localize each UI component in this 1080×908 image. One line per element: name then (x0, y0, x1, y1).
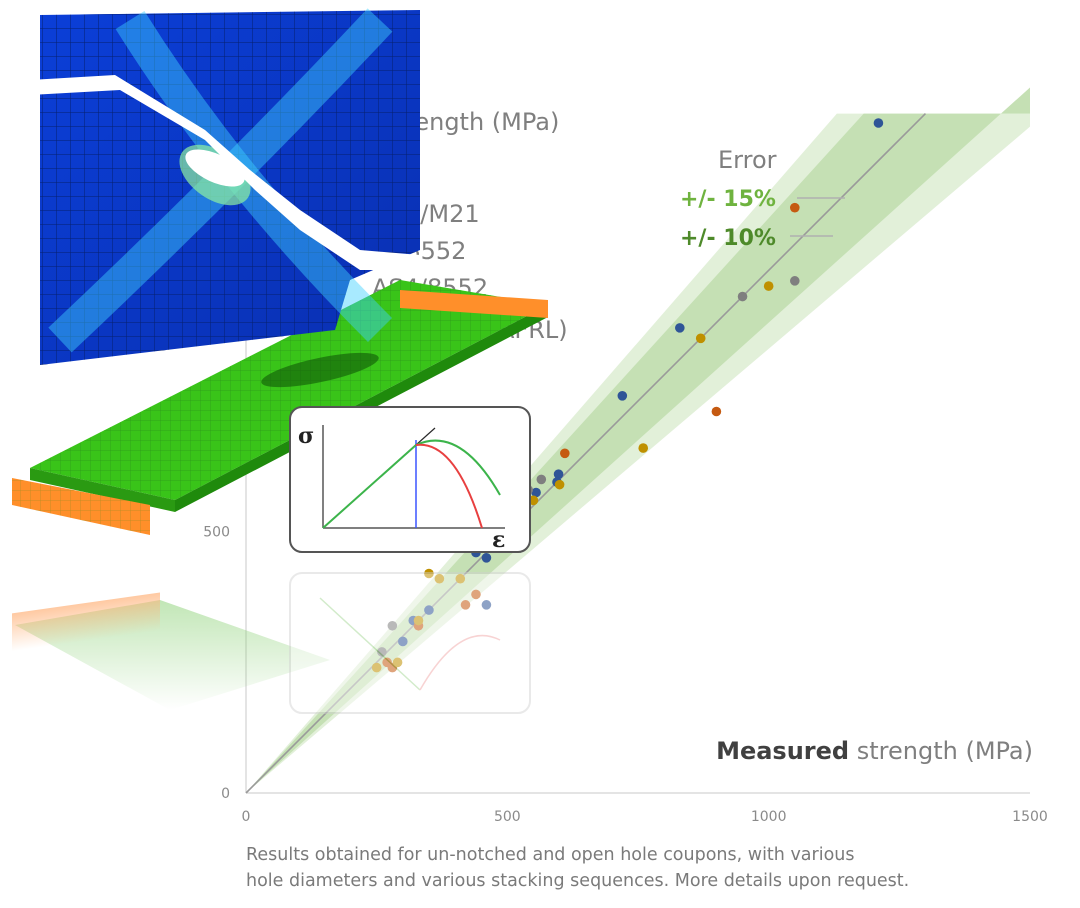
data-point (560, 448, 570, 459)
data-point (553, 469, 564, 480)
data-point (424, 605, 434, 615)
data-point (481, 553, 492, 563)
x-tick-label: 1500 (1012, 809, 1048, 825)
plate-reflection-image (12, 592, 330, 710)
data-point (424, 568, 434, 579)
data-point (617, 391, 628, 401)
x-tick-label: 1000 (751, 809, 787, 825)
inset-epsilon-label: ε (492, 527, 505, 553)
data-point (460, 600, 471, 610)
caption-line-1: Results obtained for un-notched and open… (246, 845, 855, 865)
x-tick-label: 0 (242, 809, 251, 825)
x-axis-label-rest: strength (MPa) (849, 737, 1033, 765)
error-band-10 (246, 87, 1030, 793)
data-point (413, 615, 424, 626)
data-point (554, 479, 565, 490)
data-point (790, 202, 800, 213)
data-point (371, 662, 382, 673)
data-point (763, 281, 774, 291)
fe-mesh-image (30, 8, 420, 365)
data-point (471, 589, 481, 600)
data-point (377, 647, 387, 657)
stress-strain-inset: σ ε (289, 406, 531, 553)
data-point (531, 487, 541, 498)
y-tick-labels: 0 500 (203, 525, 230, 802)
x-axis-label-bold: Measured (716, 737, 849, 765)
data-point (387, 620, 398, 631)
x-axis-label: Measured strength (MPa) (716, 737, 1033, 765)
data-point (455, 573, 466, 584)
data-point (737, 291, 748, 302)
x-tick-labels: 0 500 1000 1500 (242, 809, 1048, 825)
legend-title: Error (718, 146, 777, 174)
data-point (528, 495, 539, 506)
data-point (434, 573, 445, 584)
data-point (536, 474, 547, 485)
data-point (711, 406, 722, 417)
data-point (392, 657, 403, 668)
legend-item-10: +/- 10% (680, 226, 776, 251)
y-tick-label: 500 (203, 525, 230, 541)
data-point (675, 323, 685, 333)
legend-item-15: +/- 15% (680, 187, 776, 212)
data-point (790, 276, 800, 286)
data-point (638, 443, 649, 453)
y-tick-label: 0 (221, 786, 230, 802)
error-band-15 (246, 113, 1030, 794)
inset-reflection (289, 572, 531, 714)
x-tick-label: 500 (494, 809, 521, 825)
y-axis-label-partial: rength (MPa) (405, 108, 559, 136)
identity-line (245, 113, 927, 794)
data-point (481, 600, 492, 610)
data-point (873, 118, 884, 128)
data-point (398, 636, 408, 647)
data-point (695, 333, 706, 344)
caption-line-2: hole diameters and various stacking sequ… (246, 871, 910, 891)
caption: Results obtained for un-notched and open… (246, 842, 1066, 894)
inset-sigma-label: σ (298, 423, 314, 449)
